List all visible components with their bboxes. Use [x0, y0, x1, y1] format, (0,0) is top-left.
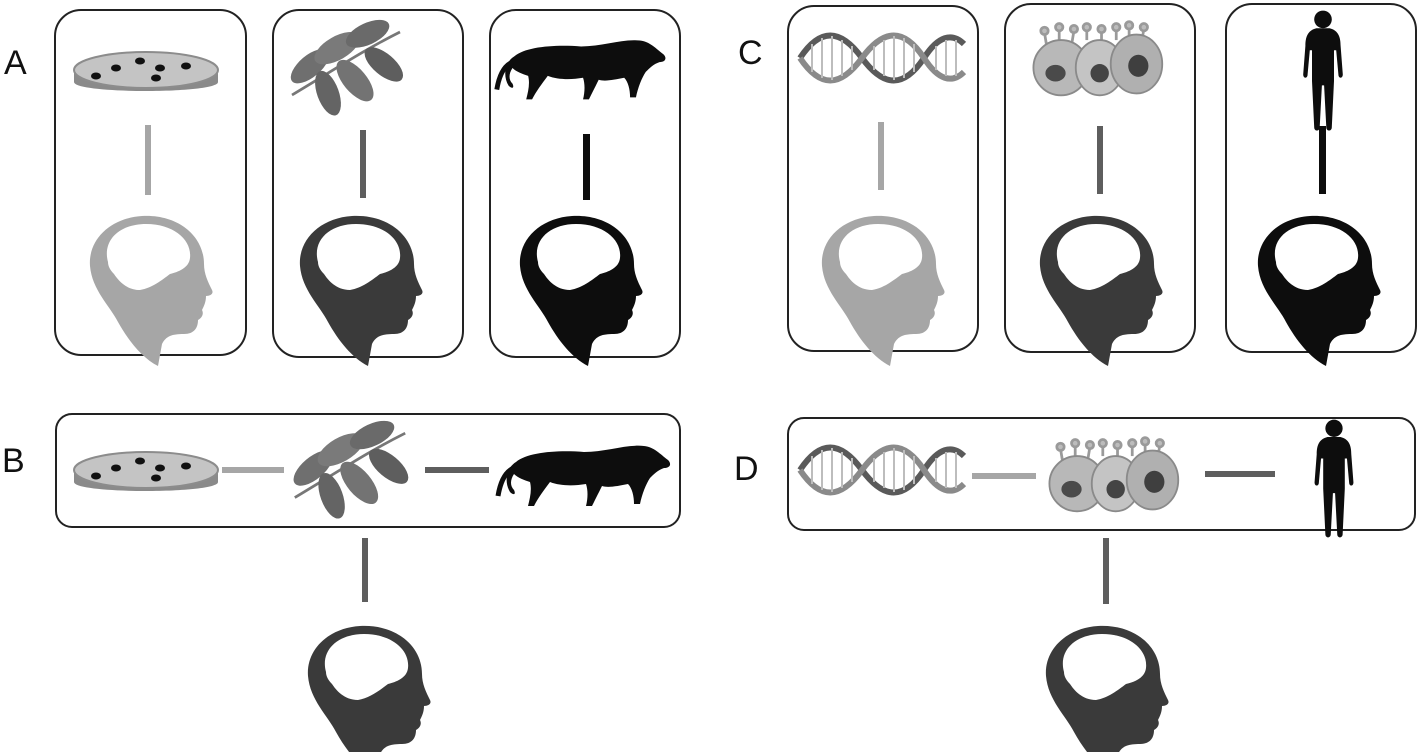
connector-medium: [360, 130, 366, 198]
connector-medium: [425, 467, 489, 473]
human-figure-icon: [1303, 10, 1343, 131]
connector-light: [222, 467, 284, 473]
connector-light: [878, 122, 884, 190]
panel-b: [55, 413, 681, 752]
human-head-brain-icon: [307, 625, 431, 752]
petri-dish-icon: [73, 451, 219, 492]
panel-b-box: [55, 413, 681, 528]
connector-medium: [1205, 471, 1275, 477]
connector-dark: [583, 134, 590, 200]
panel-label-a: A: [4, 44, 27, 82]
connector-dark: [1319, 126, 1326, 194]
human-head-brain-icon-light: [821, 215, 945, 367]
connector-medium: [1103, 538, 1109, 604]
human-head-brain-icon-medium: [1039, 215, 1163, 367]
petri-dish-icon: [73, 51, 219, 92]
panel-c: [787, 3, 1417, 367]
leaf-icon: [286, 413, 416, 524]
panel-label-c: C: [738, 34, 763, 72]
human-head-brain-icon: [1045, 625, 1169, 752]
human-head-brain-icon-dark: [519, 215, 643, 367]
human-head-brain-icon-medium: [299, 215, 423, 367]
connector-light: [145, 125, 151, 195]
human-head-brain-icon-dark: [1257, 215, 1381, 367]
panel-label-b: B: [2, 442, 25, 480]
connector-medium: [1097, 126, 1103, 194]
leaf-icon: [283, 12, 411, 121]
cells-icon: [1032, 20, 1164, 97]
cells-icon: [1048, 436, 1180, 513]
panel-d-box: [787, 417, 1416, 531]
human-figure-icon: [1314, 419, 1354, 538]
panel-d: [787, 417, 1416, 752]
dna-helix-icon: [800, 36, 964, 81]
dna-helix-icon: [800, 448, 964, 493]
panel-a: [54, 9, 681, 367]
human-head-brain-icon-light: [89, 215, 213, 367]
panther-icon: [497, 40, 666, 99]
connector-medium: [362, 538, 368, 602]
panther-icon: [498, 446, 670, 506]
panel-label-d: D: [734, 450, 759, 488]
connector-light: [972, 473, 1036, 479]
